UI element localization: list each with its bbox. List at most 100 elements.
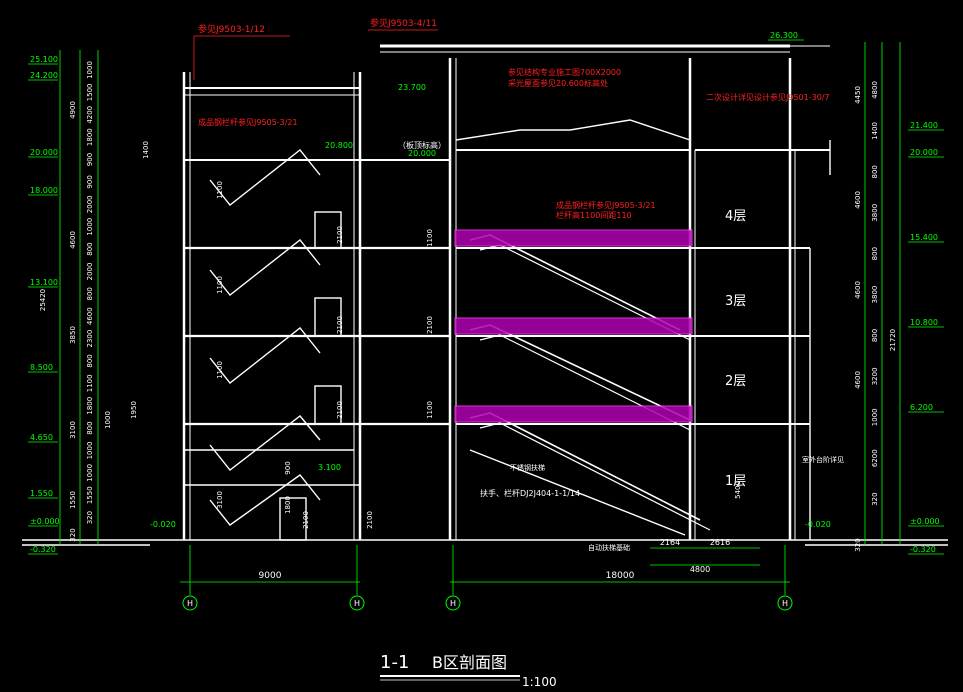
dim-left-inner-2: 4200 <box>86 106 94 124</box>
stair-dim-0: 1100 <box>216 181 224 199</box>
stair-dim-12: 2100 <box>302 511 310 529</box>
dim-left-outer-4: 1550 <box>69 491 77 509</box>
floor-label-2: 2层 <box>725 374 746 389</box>
elevation-left-0: 25.100 <box>30 55 58 64</box>
dim-right-inner-6: 800 <box>871 329 879 342</box>
floor-label-3: 1层 <box>725 474 746 489</box>
floor-labels: 4层 3层 2层 1层 <box>725 209 746 489</box>
dimension-lines <box>59 42 901 595</box>
dim-left-inner-16: 800 <box>86 421 94 434</box>
annot-7: 参见结构专业施工图700X2000 <box>508 67 621 77</box>
floor-label-0: 4层 <box>725 209 746 224</box>
dims-left-inner: 1000150042001800900900200010008002000800… <box>86 61 94 524</box>
dim-left-inner-5: 900 <box>86 175 94 188</box>
dim-left-inner-19: 1550 <box>86 486 94 504</box>
dim-right-inner-4: 800 <box>871 247 879 260</box>
annot-6: 二次设计详见设计参见J9501-30/7 <box>706 92 830 102</box>
elevation-left-9: -0.320 <box>30 545 56 554</box>
dim-left-inner-18: 1000 <box>86 464 94 482</box>
dim-left-inner-9: 2000 <box>86 263 94 281</box>
stair-dim-6: 1100 <box>426 229 434 247</box>
sub-dim-1: 2164 <box>660 538 680 547</box>
elevation-right-6: ±0.000 <box>910 517 940 526</box>
dim-right-inner-2: 800 <box>871 165 879 178</box>
dim-right-inner-8: 1000 <box>871 408 879 426</box>
dim-right-inner-10: 320 <box>871 492 879 505</box>
elevation-left-6: 4.650 <box>30 433 53 442</box>
elevation-right-5: 6.200 <box>910 403 933 412</box>
axis-label-3: H <box>782 599 788 608</box>
stair-dim-11: 1800 <box>284 496 292 514</box>
elevation-mid-4: -0.020 <box>150 520 176 529</box>
stair-dim-2: 1100 <box>216 276 224 294</box>
dim-left-inner-7: 1000 <box>86 218 94 236</box>
dim-left-outer-0: 4900 <box>69 101 77 119</box>
sub-dim-2: 2616 <box>710 538 730 547</box>
elevation-right-3: 15.400 <box>910 233 938 242</box>
elevations-right: 26.30021.40020.00015.40010.8006.200±0.00… <box>768 31 944 555</box>
annot-13: 室外台阶详见 <box>802 455 844 464</box>
axis-circle <box>349 595 365 611</box>
stair-dim-15: 1950 <box>130 401 138 419</box>
stair-dim-8: 2100 <box>366 511 374 529</box>
stair-dims: 1100210011002100110021001100210021001100… <box>104 141 742 529</box>
annot-9: （板顶标高） <box>398 140 446 150</box>
title-scale: 1:100 <box>522 675 557 689</box>
elevation-mid-2: 20.000 <box>408 149 436 158</box>
title-text: B区剖面图 <box>432 653 507 672</box>
dim-right-outer-1: 4600 <box>854 191 862 209</box>
elevation-left-4: 13.100 <box>30 278 58 287</box>
stair-dim-7: 2100 <box>426 316 434 334</box>
axis-circle <box>182 595 198 611</box>
dim-left-inner-0: 1000 <box>86 61 94 79</box>
dim-left-inner-14: 1100 <box>86 374 94 392</box>
dim-left-inner-11: 4600 <box>86 307 94 325</box>
elevation-right-2: 20.000 <box>910 148 938 157</box>
dim-left-inner-17: 1000 <box>86 442 94 460</box>
dim-left-inner-6: 2000 <box>86 195 94 213</box>
dim-right-outer-2: 4600 <box>854 281 862 299</box>
dim-left-inner-8: 800 <box>86 242 94 255</box>
stair-dim-14: 1400 <box>142 141 150 159</box>
stair-dim-4: 1100 <box>216 361 224 379</box>
dim-right-inner-3: 3800 <box>871 204 879 222</box>
annot-5: 栏杆高1100间距110 <box>556 210 632 220</box>
elevations-left: 25.10024.20020.00018.00013.1008.5004.650… <box>28 55 60 555</box>
dim-left-outer-6: 25420 <box>39 289 47 311</box>
annot-12: 自动扶梯基础 <box>588 543 630 552</box>
axis-label-0: H <box>187 599 193 608</box>
span-right: 18000 <box>606 571 635 581</box>
sub-dim-3: 4800 <box>690 565 710 574</box>
annot-4: 成品钢栏杆参见J9505-3/21 <box>556 200 656 210</box>
dim-left-outer-1: 4600 <box>69 231 77 249</box>
elevation-left-8: ±0.000 <box>30 517 60 526</box>
elevation-mid-5: -0.020 <box>805 520 831 529</box>
elevation-left-2: 20.000 <box>30 148 58 157</box>
annotations: 参见J9503-1/12 参见J9503-4/11 成品钢栏杆参见J9505-3… <box>193 17 844 552</box>
floor-label-1: 3层 <box>725 294 746 309</box>
span-left: 9000 <box>259 571 282 581</box>
dim-left-inner-4: 900 <box>86 153 94 166</box>
elevation-right-0: 26.300 <box>770 31 798 40</box>
dim-right-inner-0: 4800 <box>871 81 879 99</box>
dim-right-outer-5: 320 <box>854 538 862 551</box>
dim-left-outer-5: 320 <box>69 528 77 541</box>
elevation-mid-3: 3.100 <box>318 463 341 472</box>
stair-dim-1: 2100 <box>336 226 344 244</box>
stair-dim-9: 1100 <box>426 401 434 419</box>
elevation-left-5: 8.500 <box>30 363 53 372</box>
dim-left-inner-20: 320 <box>86 511 94 524</box>
dim-left-inner-12: 2300 <box>86 330 94 348</box>
dim-left-inner-3: 1800 <box>86 128 94 146</box>
elevation-mid-0: 23.700 <box>398 83 426 92</box>
dim-left-outer-2: 3850 <box>69 326 77 344</box>
axis-circle <box>777 595 793 611</box>
elevation-right-4: 10.800 <box>910 318 938 327</box>
elevation-left-3: 18.000 <box>30 186 58 195</box>
